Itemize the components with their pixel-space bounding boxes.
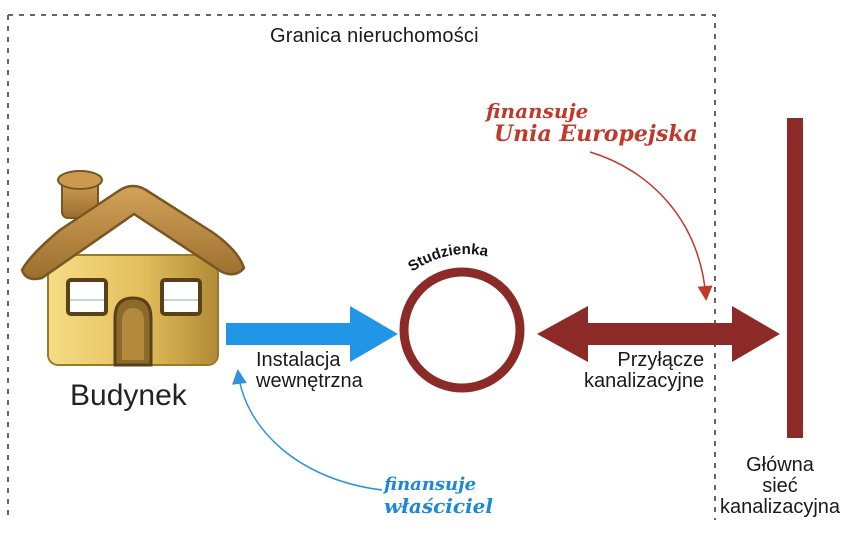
main-sewer-line-3: kanalizacyjna: [719, 496, 841, 518]
sewer-connection-line-2: kanalizacyjne: [584, 370, 705, 392]
main-sewer-line-2: sieć: [762, 475, 798, 497]
main-sewer-line-1: Główna: [746, 454, 814, 476]
eu-funding-line-1: finansuje: [486, 99, 589, 123]
building-label: Budynek: [70, 379, 187, 412]
eu-pointer-arrow: [589, 151, 713, 301]
property-boundary: [7, 14, 716, 520]
eu-funding-annotation: finansuje Unia Europejska: [486, 100, 698, 146]
eu-funding-line-2: Unia Europejska: [494, 121, 698, 147]
internal-installation-arrow: [226, 306, 398, 362]
internal-installation-line-1: Instalacja: [256, 349, 341, 371]
internal-installation-line-2: wewnętrzna: [256, 370, 363, 392]
owner-funding-line-2: właściciel: [384, 493, 494, 518]
sewer-connection-line-1: Przyłącze: [617, 349, 705, 371]
owner-pointer-arrow: [232, 369, 383, 491]
internal-installation-label: Instalacja wewnętrzna: [256, 350, 363, 392]
manhole-circle: [399, 267, 525, 393]
sewer-connection-label: Przyłącze kanalizacyjne: [584, 350, 704, 392]
main-sewer-bar: [787, 118, 803, 438]
main-sewer-label: Główna sieć kanalizacyjna: [718, 455, 842, 518]
house-icon: [20, 170, 246, 367]
property-boundary-label: Granica nieruchomości: [270, 25, 479, 47]
owner-funding-annotation: finansuje właściciel: [384, 475, 493, 517]
owner-funding-line-1: finansuje: [384, 474, 477, 495]
sewer-connection-arrow: [537, 306, 780, 362]
